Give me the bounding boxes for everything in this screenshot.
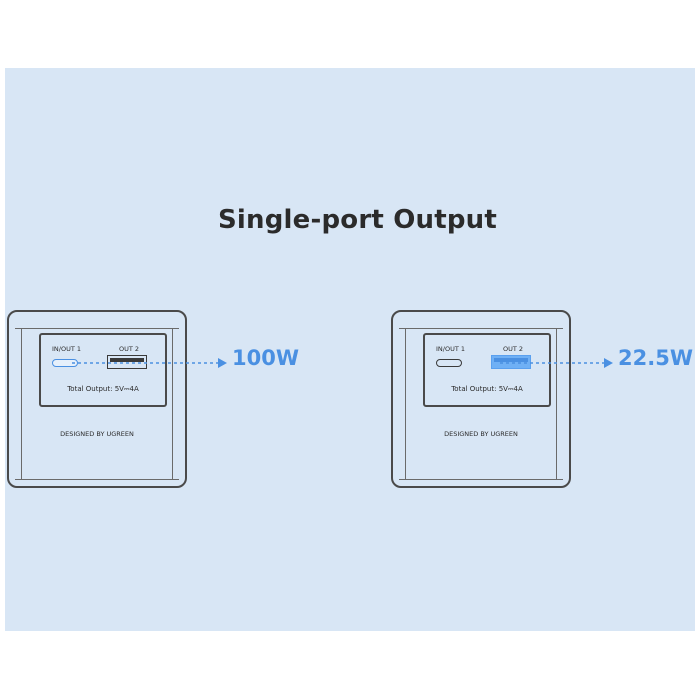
port2-label: OUT 2: [119, 345, 140, 353]
charger-device-right: IN/OUT 1 OUT 2 Total Output: 5V⎓4A DESIG…: [391, 310, 571, 488]
port1-label: IN/OUT 1: [52, 345, 82, 353]
page-title: Single-port Output: [217, 205, 498, 235]
usb-c-port-icon: [436, 359, 462, 367]
port2-label: OUT 2: [503, 345, 524, 353]
wattage-right: 22.5W: [618, 346, 693, 370]
usb-c-port-icon: [52, 359, 78, 367]
total-output-label: Total Output: 5V⎓4A: [67, 385, 139, 393]
charger-device-left: IN/OUT 1 OUT 2 Total Output: 5V⎓4A DESIG…: [7, 310, 187, 488]
port-panel: IN/OUT 1 OUT 2 Total Output: 5V⎓4A: [423, 333, 551, 407]
port-panel: IN/OUT 1 OUT 2 Total Output: 5V⎓4A: [39, 333, 167, 407]
total-output-label: Total Output: 5V⎓4A: [451, 385, 523, 393]
wattage-left: 100W: [232, 346, 299, 370]
designed-by-label: DESIGNED BY UGREEN: [60, 430, 134, 438]
port1-label: IN/OUT 1: [436, 345, 466, 353]
designed-by-label: DESIGNED BY UGREEN: [444, 430, 518, 438]
usb-a-port-icon: [491, 355, 531, 369]
usb-a-port-icon: [107, 355, 147, 369]
